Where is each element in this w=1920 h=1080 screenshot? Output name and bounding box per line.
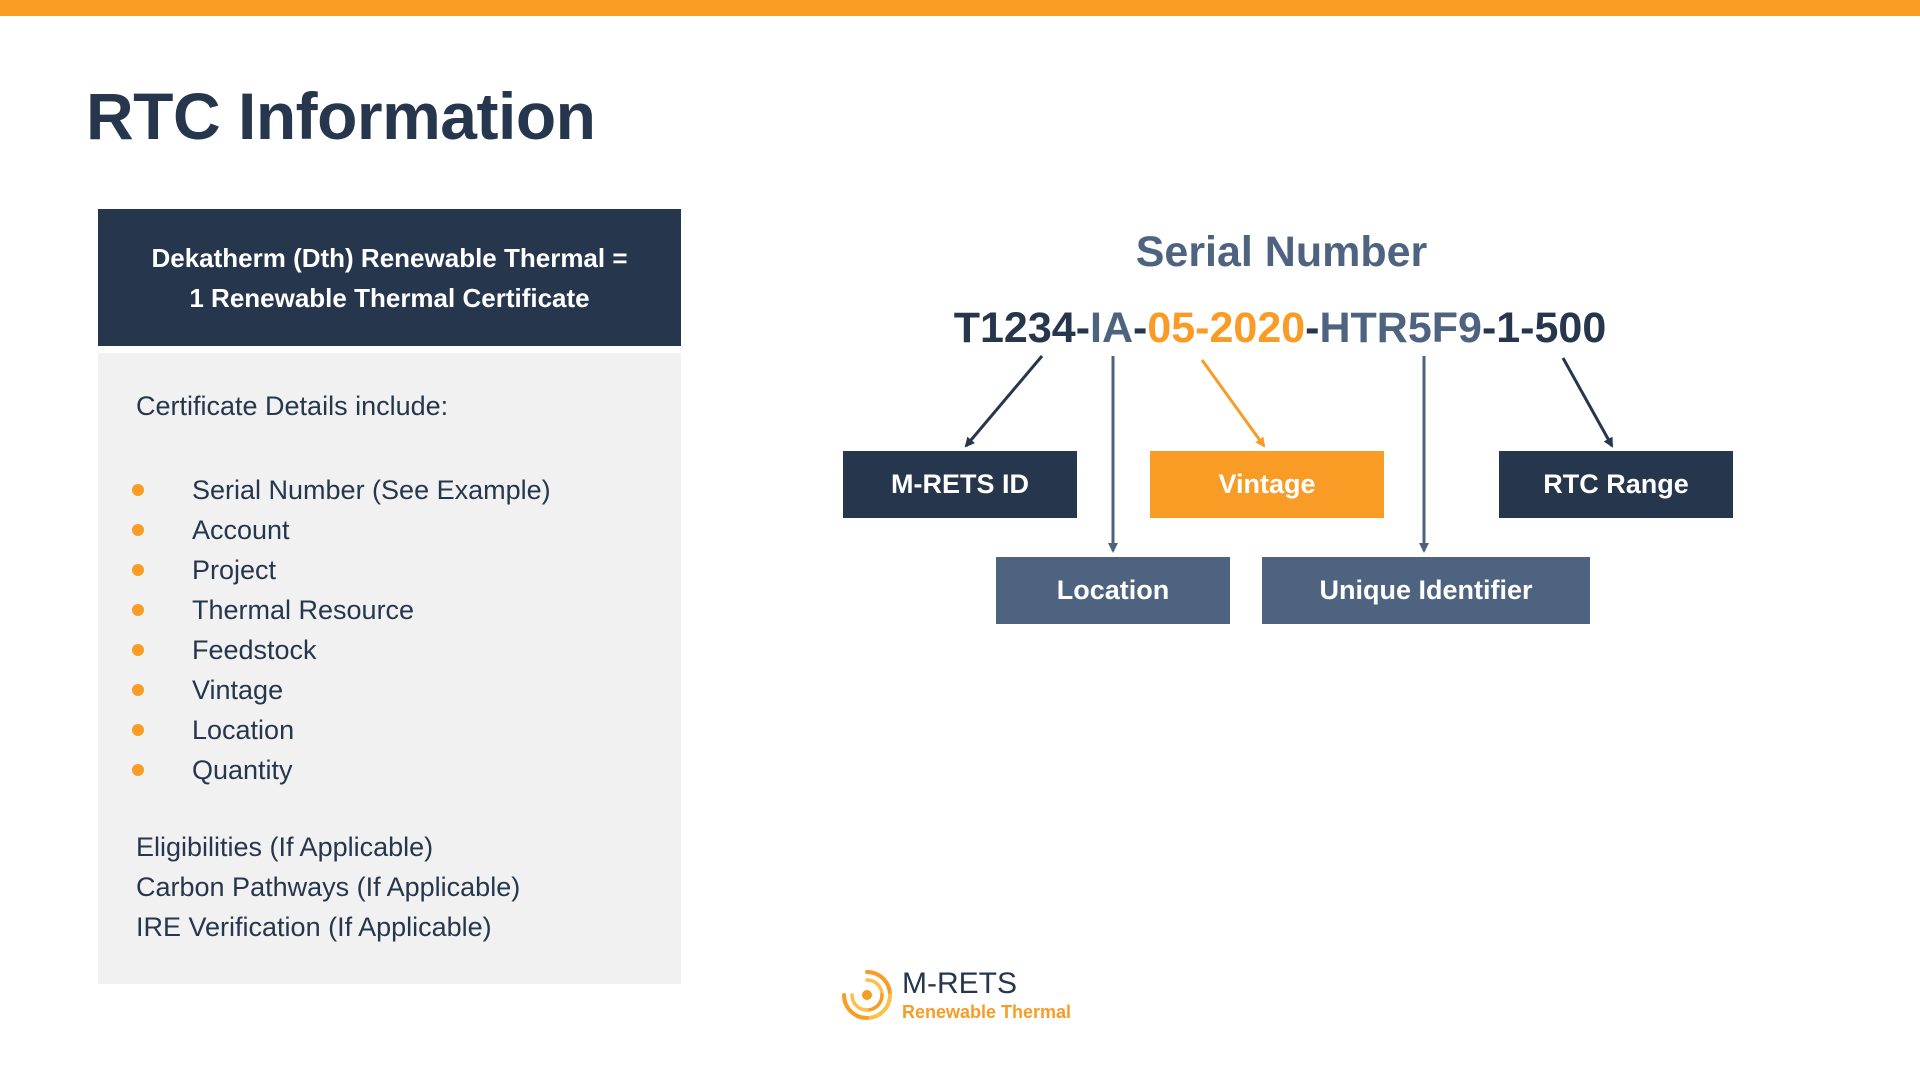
serial-segment-rtc-range: -1-500 bbox=[1481, 304, 1607, 352]
bullet-dot-icon bbox=[132, 604, 144, 616]
bullet-dot-icon bbox=[132, 724, 144, 736]
serial-number-example: T1234-IA-05-2020-HTR5F9-1-500 bbox=[880, 304, 1680, 353]
list-item: Quantity bbox=[132, 750, 551, 790]
list-item: Location bbox=[132, 710, 551, 750]
extra-line: IRE Verification (If Applicable) bbox=[136, 912, 492, 942]
header-line-1: Dekatherm (Dth) Renewable Thermal = bbox=[151, 242, 628, 273]
vintage-box: Vintage bbox=[1150, 451, 1384, 518]
certificate-details-panel: Certificate Details include: Serial Numb… bbox=[98, 353, 681, 984]
unique-identifier-box: Unique Identifier bbox=[1262, 557, 1590, 624]
details-list: Serial Number (See Example) Account Proj… bbox=[132, 470, 551, 790]
rtc-range-box: RTC Range bbox=[1499, 451, 1733, 518]
bullet-dot-icon bbox=[132, 764, 144, 776]
serial-separator: - bbox=[1305, 304, 1320, 352]
mrets-id-box: M-RETS ID bbox=[843, 451, 1077, 518]
page-title: RTC Information bbox=[86, 79, 596, 153]
list-item: Vintage bbox=[132, 670, 551, 710]
bullet-dot-icon bbox=[132, 684, 144, 696]
serial-segment-mrets-id: T1234 bbox=[953, 304, 1076, 352]
extra-line: Eligibilities (If Applicable) bbox=[136, 832, 434, 862]
list-item: Project bbox=[132, 550, 551, 590]
details-intro: Certificate Details include: bbox=[136, 391, 449, 421]
bullet-dot-icon bbox=[132, 484, 144, 496]
serial-segment-vintage: 05-2020 bbox=[1147, 304, 1306, 352]
mrets-logo: M-RETS Renewable Thermal bbox=[838, 966, 1071, 1024]
bullet-dot-icon bbox=[132, 524, 144, 536]
logo-name: M-RETS bbox=[902, 967, 1017, 1000]
serial-segment-location: IA bbox=[1090, 304, 1134, 352]
serial-segment-unique-identifier: HTR5F9 bbox=[1319, 304, 1482, 352]
header-line-2: 1 Renewable Thermal Certificate bbox=[189, 282, 590, 313]
list-item: Serial Number (See Example) bbox=[132, 470, 551, 510]
location-box: Location bbox=[996, 557, 1230, 624]
bullet-dot-icon bbox=[132, 644, 144, 656]
list-item: Account bbox=[132, 510, 551, 550]
logo-subtitle: Renewable Thermal bbox=[902, 1002, 1072, 1022]
arrow-to-vintage bbox=[1200, 359, 1266, 448]
serial-number-heading: Serial Number bbox=[1135, 228, 1428, 276]
swirl-logo-icon bbox=[842, 970, 892, 1020]
serial-separator: - bbox=[1075, 304, 1091, 352]
top-accent-bar bbox=[0, 0, 1920, 16]
applicable-extras: Eligibilities (If Applicable) Carbon Pat… bbox=[136, 827, 520, 947]
serial-separator: - bbox=[1133, 304, 1148, 352]
arrow-to-rtc-range bbox=[1561, 357, 1614, 448]
bullet-dot-icon bbox=[132, 564, 144, 576]
extra-line: Carbon Pathways (If Applicable) bbox=[136, 872, 521, 902]
list-item: Feedstock bbox=[132, 630, 551, 670]
arrow-to-mrets-id bbox=[964, 355, 1044, 448]
list-item: Thermal Resource bbox=[132, 590, 551, 630]
certificate-definition-header: Dekatherm (Dth) Renewable Thermal = 1 Re… bbox=[98, 209, 681, 346]
